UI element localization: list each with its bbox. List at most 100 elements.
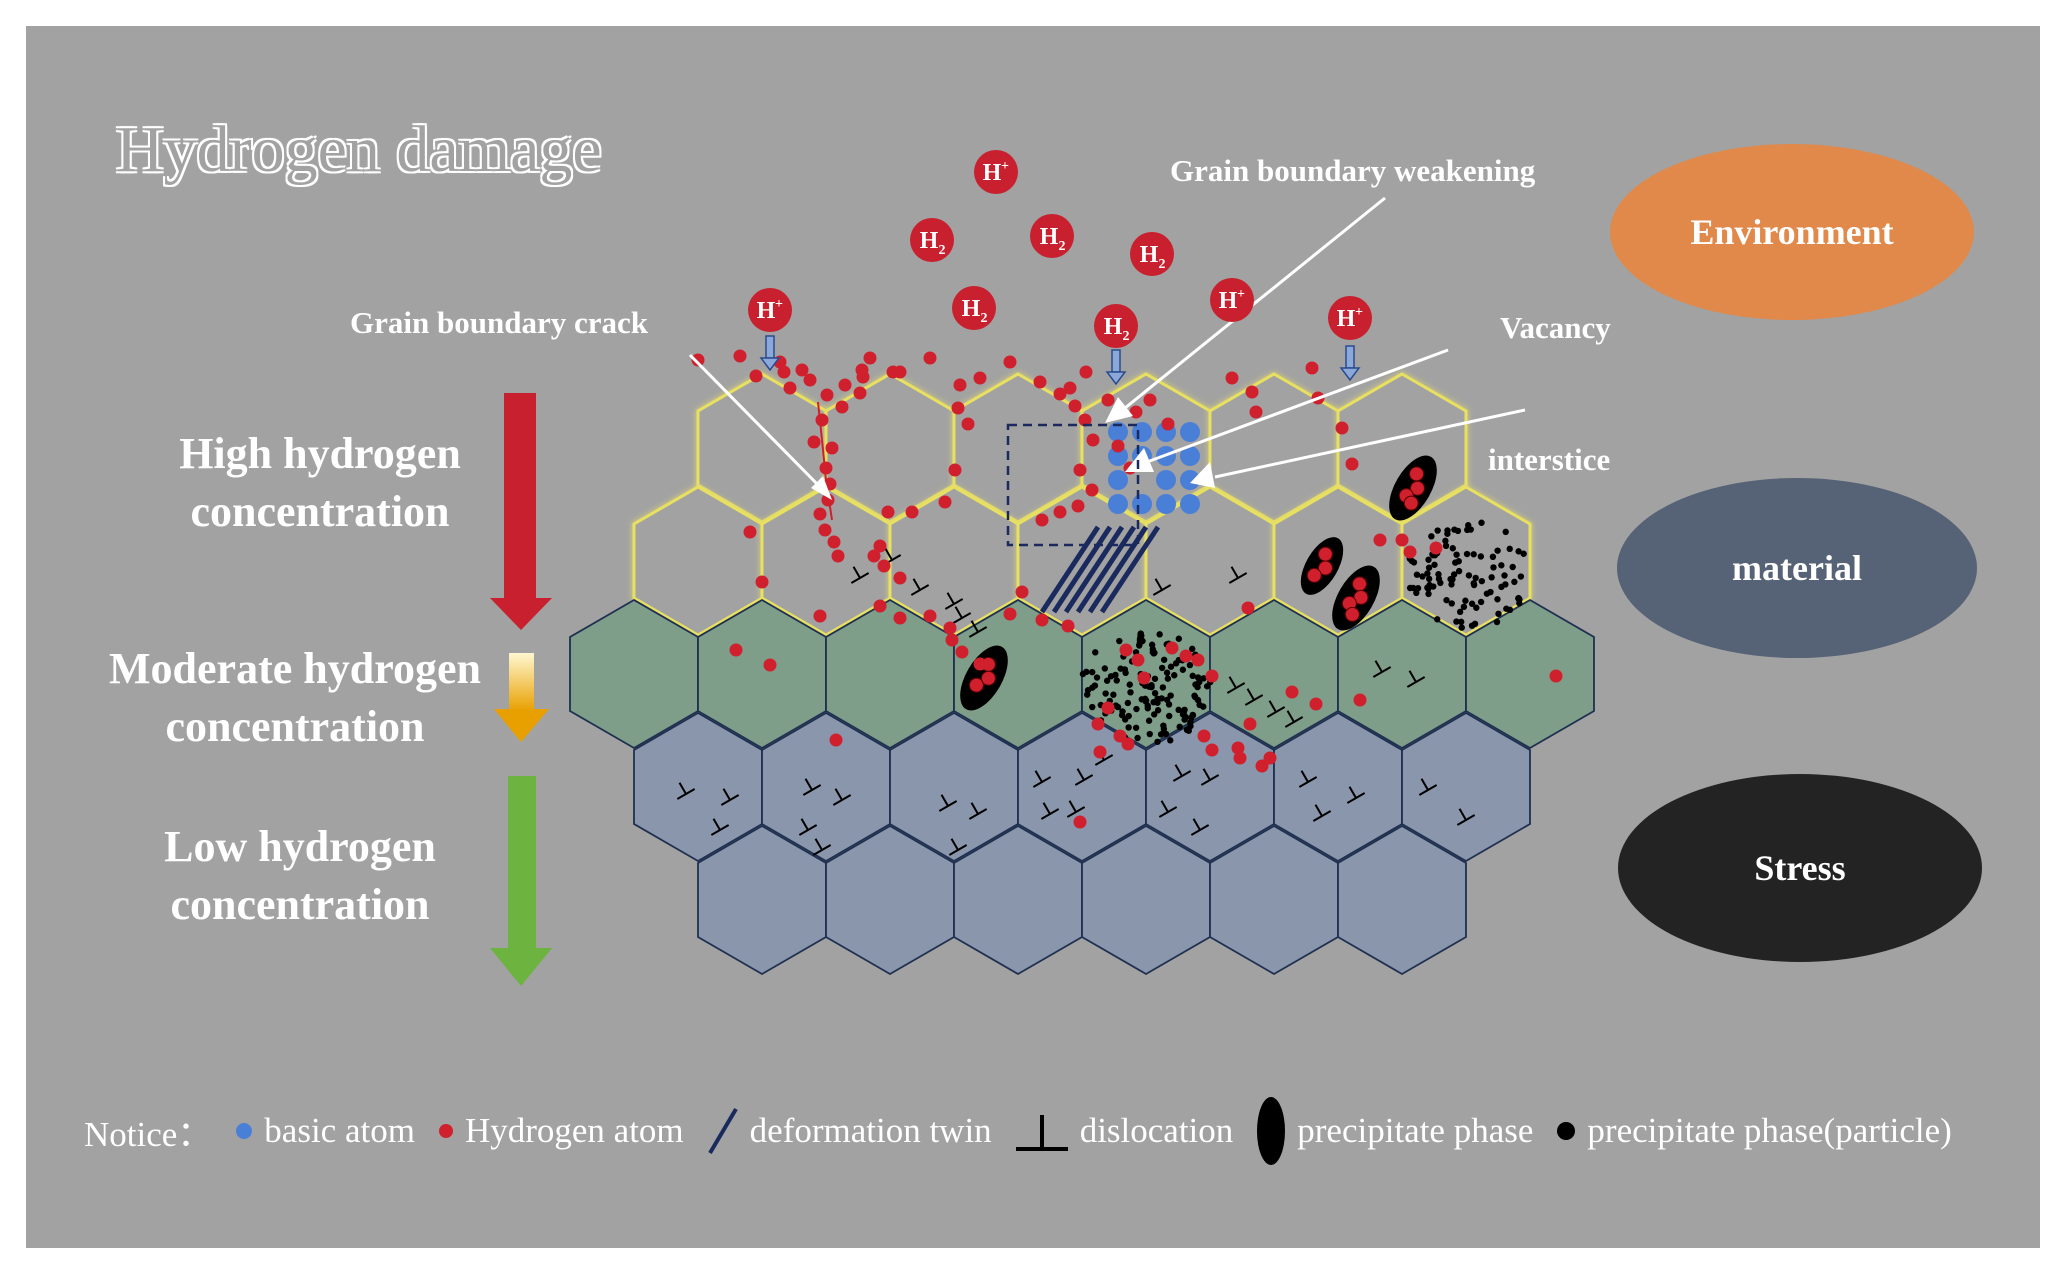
- dislocation-symbol: [1346, 786, 1366, 804]
- hydrogen-atom: [863, 351, 877, 365]
- precipitate-particle: [1448, 600, 1455, 607]
- precipitate-particle: [1124, 699, 1132, 707]
- legend-precipitate-particle: precipitate phase(particle): [1555, 1111, 1952, 1151]
- precipitate-particle: [1472, 574, 1479, 582]
- dislocation-symbol: [1066, 800, 1086, 818]
- dislocation-symbol: [1200, 768, 1220, 786]
- precipitate-particle: [1172, 660, 1180, 667]
- precipitate-particle: [1160, 656, 1168, 663]
- diffusion-arrow: [1105, 349, 1127, 386]
- species-subscript: 2: [1123, 329, 1130, 344]
- grain: [1337, 824, 1467, 976]
- precipitate-particle: [1509, 563, 1516, 571]
- basic-atom: [1132, 494, 1152, 514]
- hydrogen-atom: [1305, 361, 1319, 375]
- precipitate-particle: [1180, 709, 1187, 717]
- dislocation-symbol: [798, 818, 818, 836]
- hydrogen-atom: [1231, 741, 1245, 755]
- hydrogen-atom: [853, 386, 867, 400]
- precipitate-particle: [1148, 641, 1156, 648]
- hydrogen-atom: [1086, 433, 1100, 447]
- precipitate-particle: [1103, 677, 1111, 684]
- precipitate-particle: [1494, 596, 1501, 603]
- hydrogen-atom: [1249, 405, 1263, 419]
- hydrogen-atom: [1129, 405, 1143, 419]
- hydrogen-atom: [951, 401, 965, 415]
- precipitate-particle: [1119, 708, 1126, 715]
- precipitate-particle: [1132, 724, 1140, 731]
- hydrogen-atom: [820, 388, 834, 402]
- precipitate-particle: [1515, 548, 1522, 555]
- hydrogen-atom: [905, 505, 919, 519]
- precipitate-particle: [1463, 550, 1471, 558]
- legend-deformation-twin-label: deformation twin: [749, 1111, 992, 1150]
- precipitate-particle: [1144, 705, 1151, 712]
- grain-boundary-crack: [817, 401, 833, 521]
- species-label: H: [1104, 314, 1123, 340]
- stress-factor: Stress: [1618, 774, 1982, 962]
- precipitate-particle: [1089, 684, 1096, 691]
- material-label: material: [1732, 548, 1862, 588]
- hydrogen-atom: [1309, 697, 1323, 711]
- hydrogen-atom: [873, 599, 887, 613]
- precipitate-phase: [1300, 537, 1344, 595]
- vacancy-region-box: [1006, 423, 1140, 547]
- hydrogen-atom: [1233, 751, 1247, 765]
- low-concentration-line2: concentration: [170, 880, 430, 929]
- species-subscript: 2: [1159, 257, 1166, 272]
- precipitate-particle: [1176, 723, 1183, 731]
- precipitate-particle: [1453, 618, 1460, 625]
- hydrogen-atom: [783, 381, 797, 395]
- precipitate-particle: [1501, 572, 1508, 579]
- precipitate-particle: [1495, 610, 1502, 618]
- precipitate-particle: [1179, 666, 1187, 673]
- hydrogen-atom: [777, 365, 791, 379]
- precipitate-particle: [1517, 573, 1525, 580]
- hydrogen-atom: [1263, 751, 1277, 765]
- precipitate-particle: [1146, 730, 1153, 738]
- hydrogen-atom: [873, 539, 887, 553]
- precipitate-particle: [1477, 598, 1485, 606]
- hydrogen-atom: [795, 363, 809, 377]
- dislocation-symbol: [1244, 688, 1264, 706]
- precipitate-phase-icon: [1257, 1097, 1286, 1165]
- hydrogen-atom: [1131, 653, 1145, 667]
- precipitate-particle: [1154, 738, 1161, 745]
- twin-line: [1051, 525, 1113, 614]
- hydrogen-atom: [961, 417, 975, 431]
- hydrogen-atom: [807, 435, 821, 449]
- hydrogen-atom: [827, 535, 841, 549]
- precipitate-particle: [1116, 637, 1123, 645]
- precipitate-particle: [1493, 618, 1501, 626]
- precipitate-particle: [1151, 675, 1159, 682]
- diffusion-arrow: [759, 335, 781, 372]
- hydrogen-atom: [818, 523, 832, 537]
- legend-dislocation-label: dislocation: [1079, 1111, 1234, 1150]
- precipitate-particle: [1455, 567, 1463, 575]
- precipitate-particle: [1158, 664, 1166, 672]
- hydrogen-atom: [1345, 457, 1359, 471]
- hydrogen-atom: [877, 559, 891, 573]
- precipitate-particle: [1134, 734, 1141, 742]
- high-concentration-arrow: [490, 393, 552, 630]
- precipitate-particle: [1450, 571, 1458, 578]
- precipitate-particle: [1159, 684, 1167, 691]
- hydrogen-atom: [813, 507, 827, 521]
- precipitate-particle: [1471, 620, 1479, 628]
- hydrogen-atom: [813, 609, 827, 623]
- material-factor: material: [1617, 478, 1977, 658]
- precipitate-particle: [1449, 576, 1456, 583]
- basic-atom-icon: [236, 1123, 253, 1139]
- precipitate-particle: [1442, 542, 1450, 550]
- hydrogen-atom: [1073, 463, 1087, 477]
- diffusion-arrow: [1339, 345, 1361, 382]
- hydrogen-atom: [1285, 685, 1299, 699]
- hydrogen-atom: [1161, 417, 1175, 431]
- precipitate-particle: [1506, 545, 1513, 553]
- precipitate-particle: [1477, 553, 1485, 560]
- hydrogen-atom: [1241, 601, 1255, 615]
- species-label: H: [920, 228, 939, 254]
- precipitate-particle: [1195, 678, 1203, 686]
- precipitate-particle: [1154, 707, 1162, 714]
